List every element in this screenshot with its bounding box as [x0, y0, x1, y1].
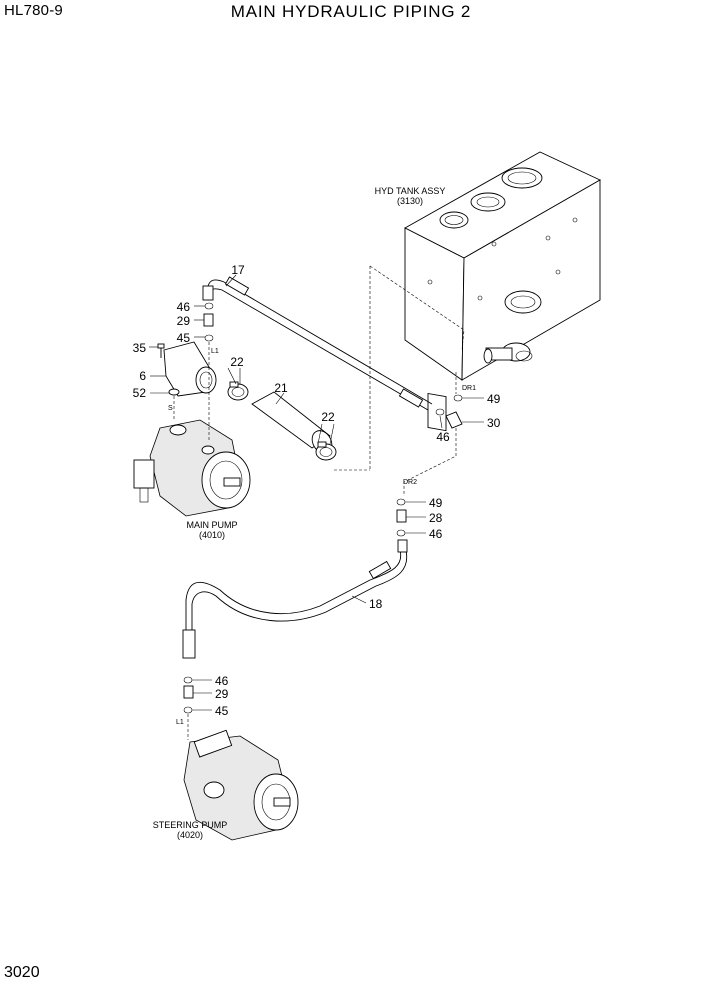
o-ring-52 [168, 388, 180, 420]
callout-30: 30 [487, 416, 501, 430]
port-tag-l1-main: L1 [211, 348, 219, 355]
hose-clamp-22-upper [227, 381, 249, 401]
callout-6: 6 [139, 369, 146, 383]
callout-18: 18 [369, 597, 383, 611]
callout-22-lower: 22 [321, 410, 335, 424]
tank-side-flange [504, 290, 542, 314]
callout-45-steering: 45 [215, 704, 229, 718]
fitting-stack-dr1 [403, 372, 463, 496]
callout-17: 17 [231, 263, 245, 277]
port-tag-dr2: DR2 [403, 479, 417, 486]
callout-46-steering: 46 [215, 674, 229, 688]
tank-sight-gauge [427, 392, 447, 432]
callout-46-dr2: 46 [429, 527, 443, 541]
steering-pump-label: STEERING PUMP [153, 820, 228, 830]
model-code: HL780-9 [4, 2, 63, 19]
hose-clamp-22-lower [315, 441, 337, 461]
tank-top-port-small [439, 211, 469, 229]
callout-21: 21 [274, 381, 288, 395]
tank-top-port-mid [470, 192, 506, 212]
fitting-stack-dr2 [396, 498, 407, 537]
callout-52: 52 [133, 386, 147, 400]
callout-46-top: 46 [177, 300, 191, 314]
fitting-stack-l1-steering [183, 676, 194, 740]
callout-45-top: 45 [177, 331, 191, 345]
callout-49-dr2: 49 [429, 496, 443, 510]
main-pump [133, 419, 251, 517]
suction-elbow-6 [163, 341, 217, 397]
steering-pump [183, 729, 299, 841]
main-pump-code: (4010) [199, 530, 225, 540]
bolt-35 [157, 343, 165, 358]
callout-46-dr1: 46 [436, 430, 450, 444]
steering-pump-code: (4020) [177, 830, 203, 840]
port-tag-l1-steering: L1 [176, 719, 184, 726]
tank-return-valve [483, 342, 533, 364]
page-number: 3020 [4, 964, 40, 981]
suction-hose-17 [202, 276, 433, 411]
leader-lines [149, 266, 484, 711]
tank-top-port-large [501, 167, 543, 189]
callout-49-dr1: 49 [487, 392, 501, 406]
hyd-tank-code: (3130) [397, 196, 423, 206]
callout-29-top: 29 [177, 314, 191, 328]
hyd-tank-label: HYD TANK ASSY [375, 186, 446, 196]
port-tag-dr1: DR1 [462, 385, 476, 392]
callout-35: 35 [133, 341, 147, 355]
drain-hose-18 [182, 539, 408, 659]
callout-28: 28 [429, 511, 443, 525]
callout-22-upper: 22 [230, 355, 244, 369]
tank-side-face [461, 179, 601, 381]
hydraulic-tank [369, 151, 601, 432]
page-title: MAIN HYDRAULIC PIPING 2 [230, 2, 472, 21]
port-tag-s: S [168, 405, 173, 412]
callout-29-steering: 29 [215, 687, 229, 701]
main-pump-label: MAIN PUMP [186, 520, 237, 530]
